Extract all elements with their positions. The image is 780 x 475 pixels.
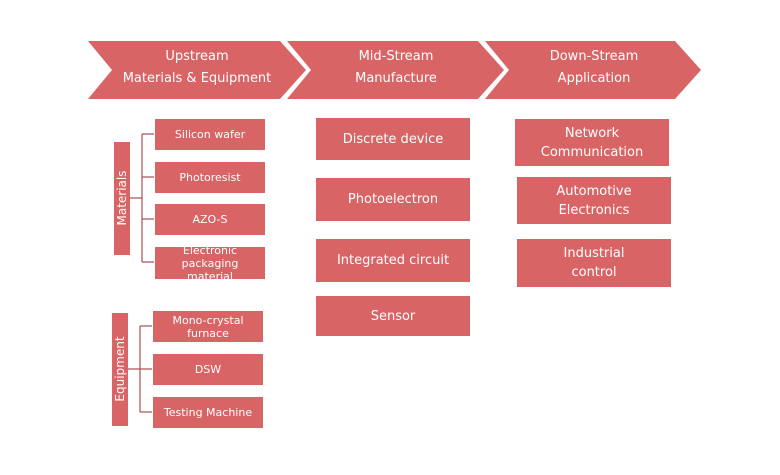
midstream-item: Discrete device (315, 117, 471, 161)
material-item: Silicon wafer (154, 118, 266, 151)
material-item: Electronic packaging material (154, 244, 266, 283)
downstream-item: Industrial control (516, 238, 672, 288)
equipment-item: DSW (152, 353, 264, 386)
downstream-item: Automotive Electronics (516, 176, 672, 225)
chevron-downstream (485, 41, 701, 99)
material-item: Photoresist (154, 161, 266, 194)
equipment-group-label: Equipment (113, 336, 127, 402)
chevron-upstream (88, 41, 306, 99)
downstream-item: Network Communication (514, 118, 670, 167)
material-item: AZO-S (154, 203, 266, 236)
equipment-item: Testing Machine (152, 396, 264, 429)
stage-chevrons (88, 41, 701, 99)
midstream-item: Integrated circuit (315, 238, 471, 283)
chevron-midstream (287, 41, 504, 99)
equipment-item: Mono-crystal furnace (152, 310, 264, 343)
midstream-item: Photoelectron (315, 177, 471, 222)
materials-group-label: Materials (115, 170, 129, 226)
equipment-group-bar (112, 313, 128, 426)
materials-group-bar (114, 142, 130, 255)
midstream-item: Sensor (315, 295, 471, 337)
